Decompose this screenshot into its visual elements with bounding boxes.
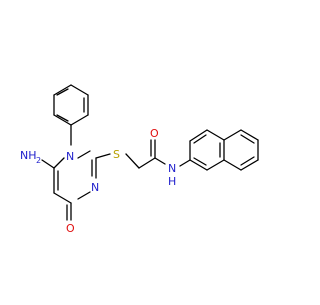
bond — [70, 84, 89, 96]
naphthalene-rings — [189, 129, 259, 171]
double-bond — [193, 157, 207, 166]
double-bond — [240, 134, 255, 144]
bond — [70, 114, 89, 126]
bond — [179, 159, 191, 167]
ring-oxo-oxygen: O — [66, 222, 75, 235]
ring-nitrogen-n3: N — [91, 181, 99, 194]
bond — [77, 191, 91, 200]
amide-hydrogen: H — [168, 175, 176, 188]
bond — [53, 192, 72, 204]
bond — [125, 153, 140, 169]
pyrimidinone-ring — [53, 150, 97, 204]
bond — [189, 129, 208, 142]
double-bond — [240, 156, 255, 166]
bond — [206, 129, 225, 141]
bond — [77, 150, 91, 159]
bond — [240, 159, 259, 171]
double-bond — [56, 114, 69, 122]
double-bond — [193, 134, 207, 144]
carbonyl-oxygen: O — [150, 127, 159, 140]
bond — [223, 159, 242, 171]
bond — [95, 153, 111, 159]
molecule-structure: NH 2 N N O S O N H — [20, 84, 259, 235]
amine-label: NH — [20, 149, 37, 162]
bond — [41, 159, 55, 169]
bond — [240, 129, 259, 141]
amide-nitrogen: N — [168, 162, 176, 175]
ring-nitrogen-n1: N — [66, 150, 74, 163]
bond — [53, 84, 72, 96]
bond — [53, 114, 72, 126]
double-bond — [56, 88, 69, 96]
bond — [138, 157, 156, 169]
bond — [154, 157, 166, 165]
bond — [189, 159, 208, 171]
molecule-diagram: NH 2 N N O S O N H — [20, 84, 259, 235]
bond — [206, 159, 225, 171]
phenyl-ring — [53, 84, 89, 126]
bond — [223, 129, 242, 141]
amine-subscript: 2 — [36, 156, 41, 165]
bond — [53, 157, 65, 169]
thioether-sulfur: S — [113, 148, 120, 161]
